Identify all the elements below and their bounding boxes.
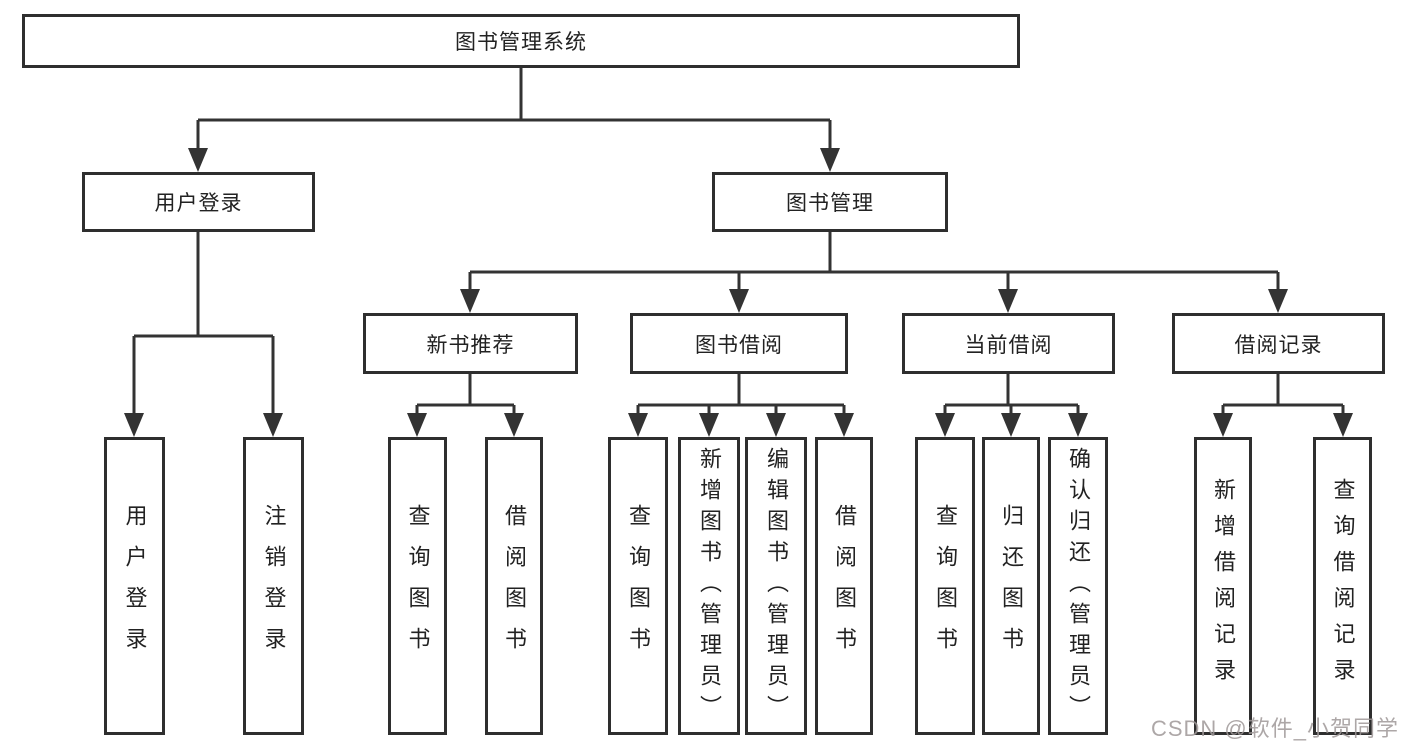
leaf-borrow-books-1: 借阅图书 bbox=[485, 437, 543, 735]
node-user-login: 用户登录 bbox=[82, 172, 315, 232]
node-label: 归还图书 bbox=[999, 504, 1024, 668]
leaf-return-books: 归还图书 bbox=[982, 437, 1040, 735]
node-label: 编辑图书（管理员） bbox=[764, 446, 789, 726]
node-current-borrowing: 当前借阅 bbox=[902, 313, 1115, 374]
node-label: 新增图书（管理员） bbox=[697, 446, 722, 726]
node-label: 借阅图书 bbox=[832, 504, 857, 668]
node-borrow-records: 借阅记录 bbox=[1172, 313, 1385, 374]
leaf-edit-books-admin: 编辑图书（管理员） bbox=[745, 437, 807, 735]
leaf-add-borrow-record: 新增借阅记录 bbox=[1194, 437, 1252, 735]
node-book-management-system: 图书管理系统 bbox=[22, 14, 1020, 68]
node-label: 查询借阅记录 bbox=[1330, 478, 1356, 694]
leaf-borrow-books-2: 借阅图书 bbox=[815, 437, 873, 735]
leaf-query-books-3: 查询图书 bbox=[915, 437, 975, 735]
node-label: 借阅记录 bbox=[1234, 333, 1323, 357]
leaf-logout: 注销登录 bbox=[243, 437, 304, 735]
node-book-management: 图书管理 bbox=[712, 172, 948, 232]
node-label: 查询图书 bbox=[405, 504, 431, 668]
node-label: 新书推荐 bbox=[426, 333, 515, 357]
node-label: 借阅图书 bbox=[502, 504, 527, 668]
node-label: 查询图书 bbox=[626, 504, 651, 668]
node-label: 当前借阅 bbox=[964, 333, 1053, 357]
leaf-add-books-admin: 新增图书（管理员） bbox=[678, 437, 740, 735]
node-label: 图书借阅 bbox=[695, 333, 783, 357]
leaf-query-books-1: 查询图书 bbox=[388, 437, 447, 735]
node-label: 图书管理 bbox=[786, 192, 874, 215]
node-label: 注销登录 bbox=[261, 504, 287, 668]
node-book-borrowing: 图书借阅 bbox=[630, 313, 848, 374]
node-label: 图书管理系统 bbox=[455, 31, 587, 54]
node-label: 用户登录 bbox=[154, 192, 243, 215]
node-label: 新增借阅记录 bbox=[1211, 478, 1236, 694]
leaf-user-login: 用户登录 bbox=[104, 437, 165, 735]
leaf-query-books-2: 查询图书 bbox=[608, 437, 668, 735]
node-label: 用户登录 bbox=[122, 504, 148, 668]
leaf-confirm-return-admin: 确认归还（管理员） bbox=[1048, 437, 1108, 735]
leaf-query-borrow-record: 查询借阅记录 bbox=[1313, 437, 1372, 735]
node-label: 查询图书 bbox=[933, 504, 958, 668]
node-label: 确认归还（管理员） bbox=[1066, 446, 1091, 726]
node-new-book-recommend: 新书推荐 bbox=[363, 313, 578, 374]
